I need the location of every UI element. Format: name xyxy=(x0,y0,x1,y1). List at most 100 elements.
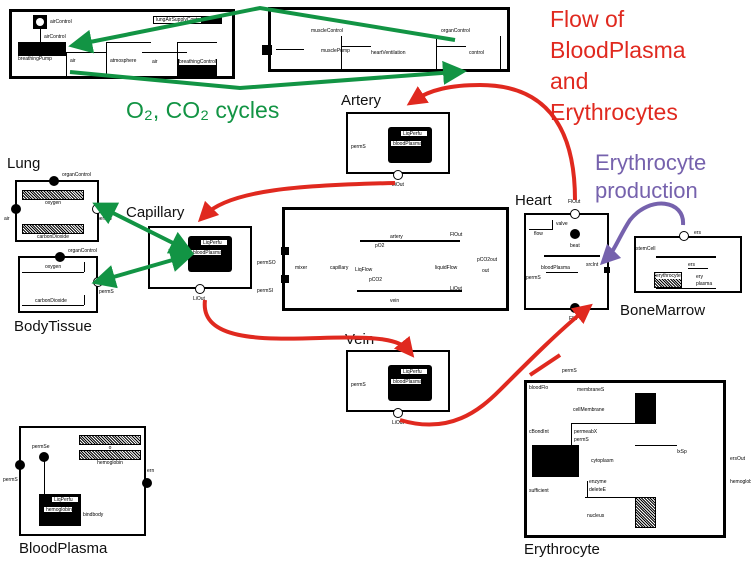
heart-ers-port[interactable] xyxy=(604,267,610,273)
air-label-1: air xyxy=(70,58,76,64)
erythrocyte-hemo-out-label: hemoglobin xyxy=(730,479,751,485)
lung-title: Lung xyxy=(7,155,41,172)
capillary-liqperfu-label: LiqPerfu xyxy=(200,239,228,246)
atmosphere-label: atmosphere xyxy=(110,58,137,64)
bone-marrow-ers-inner-label: ers xyxy=(688,262,695,268)
vein-path-label: vein xyxy=(390,298,400,304)
body-tissue-organ-control-label: organControl xyxy=(68,248,97,254)
capillary-liout-port[interactable] xyxy=(195,284,205,294)
erythrocyte-cellmembrane-label: cellMembrane xyxy=(573,407,605,413)
erythrocyte-lxsp-label: lxSp xyxy=(677,449,687,455)
perm-so-port[interactable] xyxy=(281,247,289,255)
artery-perm-label: permS xyxy=(351,144,366,150)
perm-si-port[interactable] xyxy=(281,275,289,283)
liq-flow-label: LiqFlow xyxy=(355,267,373,273)
vein-liout-label: LiOut xyxy=(392,420,404,426)
gas-cycles-annotation: O₂, CO₂ cycles xyxy=(126,97,280,123)
blood-plasma-ern-port[interactable] xyxy=(142,478,152,488)
body-tissue-co2-label: carbonDioxide xyxy=(35,298,67,304)
out-label: out xyxy=(482,268,489,274)
blood-plasma-bindbody-label: bindbody xyxy=(83,512,104,518)
heart-component[interactable]: flow valve beat bloodPlasma srcInt permS xyxy=(524,209,610,313)
vein-component[interactable]: permS LiqPerfu bloodPlasma LiOut xyxy=(346,350,450,426)
lung-air-port[interactable] xyxy=(11,204,21,214)
blood-plasma-title: BloodPlasma xyxy=(19,540,108,557)
artery-component[interactable]: permS LiqPerfu bloodPlasma LiOut xyxy=(346,112,450,188)
lung-co2-bar: carbonDioxide xyxy=(22,224,84,240)
blood-plasma-perm-se-port[interactable] xyxy=(39,452,49,462)
heart-flin-label: FlIn xyxy=(569,316,578,322)
breathing-control-block[interactable]: airControl lungAirSupplyControl airContr… xyxy=(9,9,235,79)
flow-annotation: Flow of BloodPlasma and Erythrocytes xyxy=(550,6,686,125)
lung-air-label: air xyxy=(4,216,10,222)
bone-marrow-plasma-label: plasma xyxy=(696,281,713,287)
vein-liout-port[interactable] xyxy=(393,408,403,418)
erythrocyte-membrane-block xyxy=(635,393,656,424)
erythrocyte-component[interactable]: bloodFlo membraneS cellMembrane cBondInt… xyxy=(524,380,726,538)
erythrocyte-cbondint-label: cBondInt xyxy=(529,429,549,435)
breathing-pump-block xyxy=(18,42,66,56)
blood-plasma-perm-port[interactable] xyxy=(15,460,25,470)
heart-flout-port[interactable] xyxy=(570,209,580,219)
control-label: control xyxy=(469,50,485,56)
capillary-liout-label: LiOut xyxy=(193,296,205,302)
bone-marrow-ers-port[interactable] xyxy=(679,231,689,241)
capillary-component[interactable]: LiqPerfu bloodPlasma LiOut xyxy=(148,226,252,302)
erythrocyte-cytoplasm-label: cytoplasm xyxy=(591,458,614,464)
breathing-pump-label: breathingPump xyxy=(18,56,52,62)
artery-title: Artery xyxy=(341,92,382,109)
blood-plasma-perm-label: permS xyxy=(3,477,18,483)
vein-title: Vein xyxy=(345,331,375,348)
body-tissue-perm-label: permS xyxy=(99,289,114,295)
production-annotation: Erythrocyte production xyxy=(595,150,707,203)
pco2-label: pCO2 xyxy=(369,277,383,283)
muscle-control-block[interactable]: muscleControl organControl musclePump he… xyxy=(262,7,510,72)
bone-marrow-erythrocyte-label: erythrocyte xyxy=(656,273,681,279)
lung-component[interactable]: organControl oxygen carbonDioxide air pe… xyxy=(4,172,112,242)
lung-organ-control-port[interactable] xyxy=(49,176,59,186)
erythrocyte-delete-label: deleteE xyxy=(589,487,606,493)
artery-bloodplasma-label: bloodPlasma xyxy=(390,140,422,147)
pco2out-label: pCO2out xyxy=(477,257,498,263)
lung-oxygen-bar: oxygen xyxy=(22,190,84,206)
capillary-node-label: capillary xyxy=(330,265,349,271)
capillary-bloodplasma-label: bloodPlasma xyxy=(190,249,222,256)
air-control-port[interactable] xyxy=(33,15,47,29)
liout-label: LiOut xyxy=(450,286,462,292)
air-label-2: air xyxy=(152,59,158,65)
body-tissue-organ-control-port[interactable] xyxy=(55,252,65,262)
air-control-inner-label: airControl xyxy=(44,34,66,40)
body-tissue-perm-port[interactable] xyxy=(93,277,103,287)
blood-plasma-o-bar: o xyxy=(79,435,141,451)
erythrocyte-nucleus-label: nucleus xyxy=(587,513,605,519)
heart-flin-port[interactable] xyxy=(570,303,580,313)
blood-plasma-ern-label: ern xyxy=(147,468,155,474)
muscle-control-label: muscleControl xyxy=(311,28,343,34)
body-tissue-title: BodyTissue xyxy=(14,318,92,335)
bone-marrow-stemcell-label: stemCell xyxy=(636,246,656,252)
erythrocyte-sufficient-label: sufficient xyxy=(529,488,549,494)
muscle-control-port[interactable] xyxy=(262,45,272,55)
capillary-title: Capillary xyxy=(126,204,185,221)
body-tissue-component[interactable]: organControl oxygen carbonDioxide permS xyxy=(18,248,114,313)
capillary-detail-block[interactable]: permSO permSI mixer capillary artery vei… xyxy=(257,207,509,311)
bone-marrow-ery-label: ery xyxy=(696,274,703,280)
heart-valve-label: valve xyxy=(556,221,568,227)
po2-label: pO2 xyxy=(375,243,385,249)
perm-si-label: permSI xyxy=(257,288,274,294)
erythrocyte-nucleus-block xyxy=(635,497,656,528)
heart-ventilation-label: heartVentilation xyxy=(371,50,406,56)
artery-liout-port[interactable] xyxy=(393,170,403,180)
blood-plasma-component[interactable]: o hemoglobin permSe LiqPerfu hemoglobin … xyxy=(3,426,154,536)
vein-perm-label: permS xyxy=(351,382,366,388)
liquid-flow-label: liquidFlow xyxy=(435,265,458,271)
muscle-pump-label: musclePump xyxy=(321,48,350,54)
perm-so-label: permSO xyxy=(257,260,276,266)
heart-srcint-label: srcInt xyxy=(586,262,599,268)
heart-flow-label: flow xyxy=(534,231,543,237)
erythrocyte-ersout-label: ersOut xyxy=(730,456,746,462)
lung-perm-port[interactable] xyxy=(92,204,102,214)
breathing-control-label: breathingControl xyxy=(179,59,216,65)
heart-bloodplasma-label: bloodPlasma xyxy=(541,265,570,271)
bone-marrow-component[interactable]: ers stemCell ers erythrocyte ery plasma xyxy=(634,230,742,293)
